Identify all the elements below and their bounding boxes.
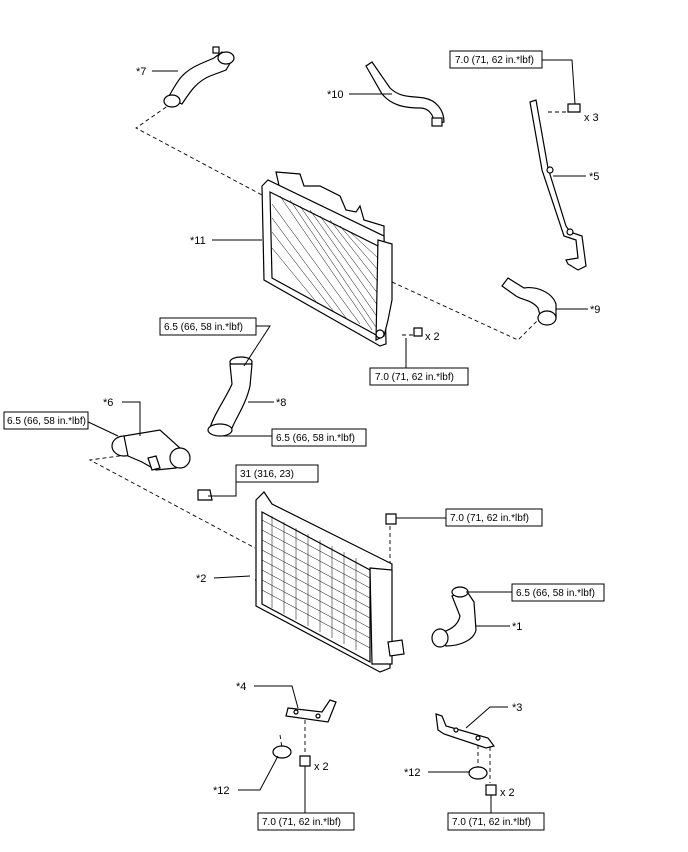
callout-label: *3 [512, 702, 522, 714]
callout-label: *11 [190, 235, 206, 247]
callout-label: *7 [136, 66, 146, 78]
bolt-icon [485, 784, 497, 796]
torque-spec: 7.0 (71, 62 in.*lbf) [452, 817, 531, 828]
leader-lines [83, 59, 588, 814]
quantity-label: x 2 [500, 787, 515, 799]
torque-spec: 7.0 (71, 62 in.*lbf) [450, 513, 529, 524]
callout-label: *4 [236, 681, 246, 693]
hose-part-8 [207, 356, 253, 437]
bracket-part-4 [285, 699, 337, 723]
bolt-icon [385, 513, 397, 525]
hose-part-1 [431, 586, 477, 648]
torque-spec: 6.5 (66, 58 in.*lbf) [7, 416, 86, 427]
bracket-part-3 [435, 713, 496, 749]
grommet-icon [468, 766, 488, 780]
hose-part-9 [501, 277, 557, 326]
quantity-label: x 2 [314, 761, 329, 773]
callout-label: *10 [327, 89, 344, 101]
pipe-part-5 [529, 99, 587, 271]
upper-hose-part-7 [163, 46, 235, 108]
hose-part-10 [365, 61, 445, 127]
bolt-icon [197, 489, 213, 501]
callout-label: *12 [404, 767, 421, 779]
bolt-icon [413, 327, 423, 337]
torque-spec: 31 (316, 23) [240, 469, 294, 480]
torque-spec: 7.0 (71, 62 in.*lbf) [262, 817, 341, 828]
callout-label: *1 [512, 621, 522, 633]
grommet-icon [272, 745, 292, 759]
quantity-label: x 3 [584, 112, 599, 124]
radiator-part-11 [261, 171, 393, 347]
quantity-label: x 2 [425, 331, 440, 343]
bolt-icon [567, 103, 581, 113]
torque-spec: 6.5 (66, 58 in.*lbf) [516, 588, 595, 599]
callout-label: *5 [589, 171, 599, 183]
callout-label: *12 [213, 785, 230, 797]
torque-spec: 7.0 (71, 62 in.*lbf) [455, 55, 534, 66]
hose-clamp-icon [212, 46, 220, 54]
torque-spec: 7.0 (71, 62 in.*lbf) [375, 372, 454, 383]
callout-label: *8 [276, 397, 286, 409]
torque-spec: 6.5 (66, 58 in.*lbf) [276, 433, 355, 444]
intercooler-part-2 [255, 491, 405, 673]
bolt-icon [299, 755, 311, 767]
callout-label: *6 [103, 397, 113, 409]
torque-spec: 6.5 (66, 58 in.*lbf) [164, 322, 243, 333]
pipe-part-6 [111, 429, 191, 471]
callout-label: *9 [590, 304, 600, 316]
callout-label: *2 [196, 573, 206, 585]
